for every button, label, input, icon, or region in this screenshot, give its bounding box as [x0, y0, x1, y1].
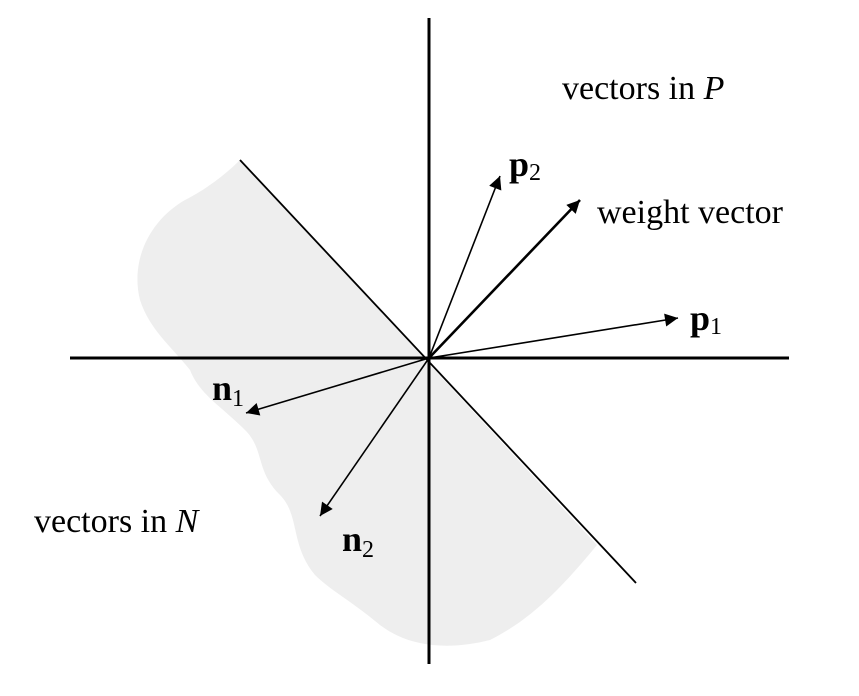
decision-boundary-line — [239, 159, 637, 584]
region-n-label: vectors in N — [34, 503, 201, 540]
region-n-symbol: N — [175, 503, 201, 540]
region-p-label: vectors in P — [562, 70, 724, 107]
n1-label-sub: 1 — [232, 386, 244, 412]
p1-label: p1 — [690, 298, 722, 340]
vector-n2 — [319, 357, 430, 517]
n1-label: n1 — [212, 368, 244, 412]
vector-p1 — [428, 313, 679, 359]
p2-label: p2 — [509, 144, 541, 186]
n2-label-base: n — [342, 519, 362, 559]
vector-weight — [428, 199, 581, 359]
p1-label-sub: 1 — [710, 314, 722, 340]
region-n-prefix: vectors in — [34, 503, 176, 540]
n2-label-sub: 2 — [362, 537, 374, 563]
region-n-shading — [137, 160, 597, 646]
p1-label-base: p — [690, 298, 710, 338]
p2-label-base: p — [509, 144, 529, 184]
region-p-symbol: P — [703, 70, 725, 107]
weight-vector-label: weight vector — [597, 194, 784, 231]
n1-label-base: n — [212, 368, 232, 408]
vector-n1 — [245, 357, 430, 416]
p2-label-sub: 2 — [529, 160, 541, 186]
vector-p2 — [428, 175, 502, 359]
region-p-prefix: vectors in — [562, 70, 704, 107]
n2-label: n2 — [342, 519, 374, 563]
